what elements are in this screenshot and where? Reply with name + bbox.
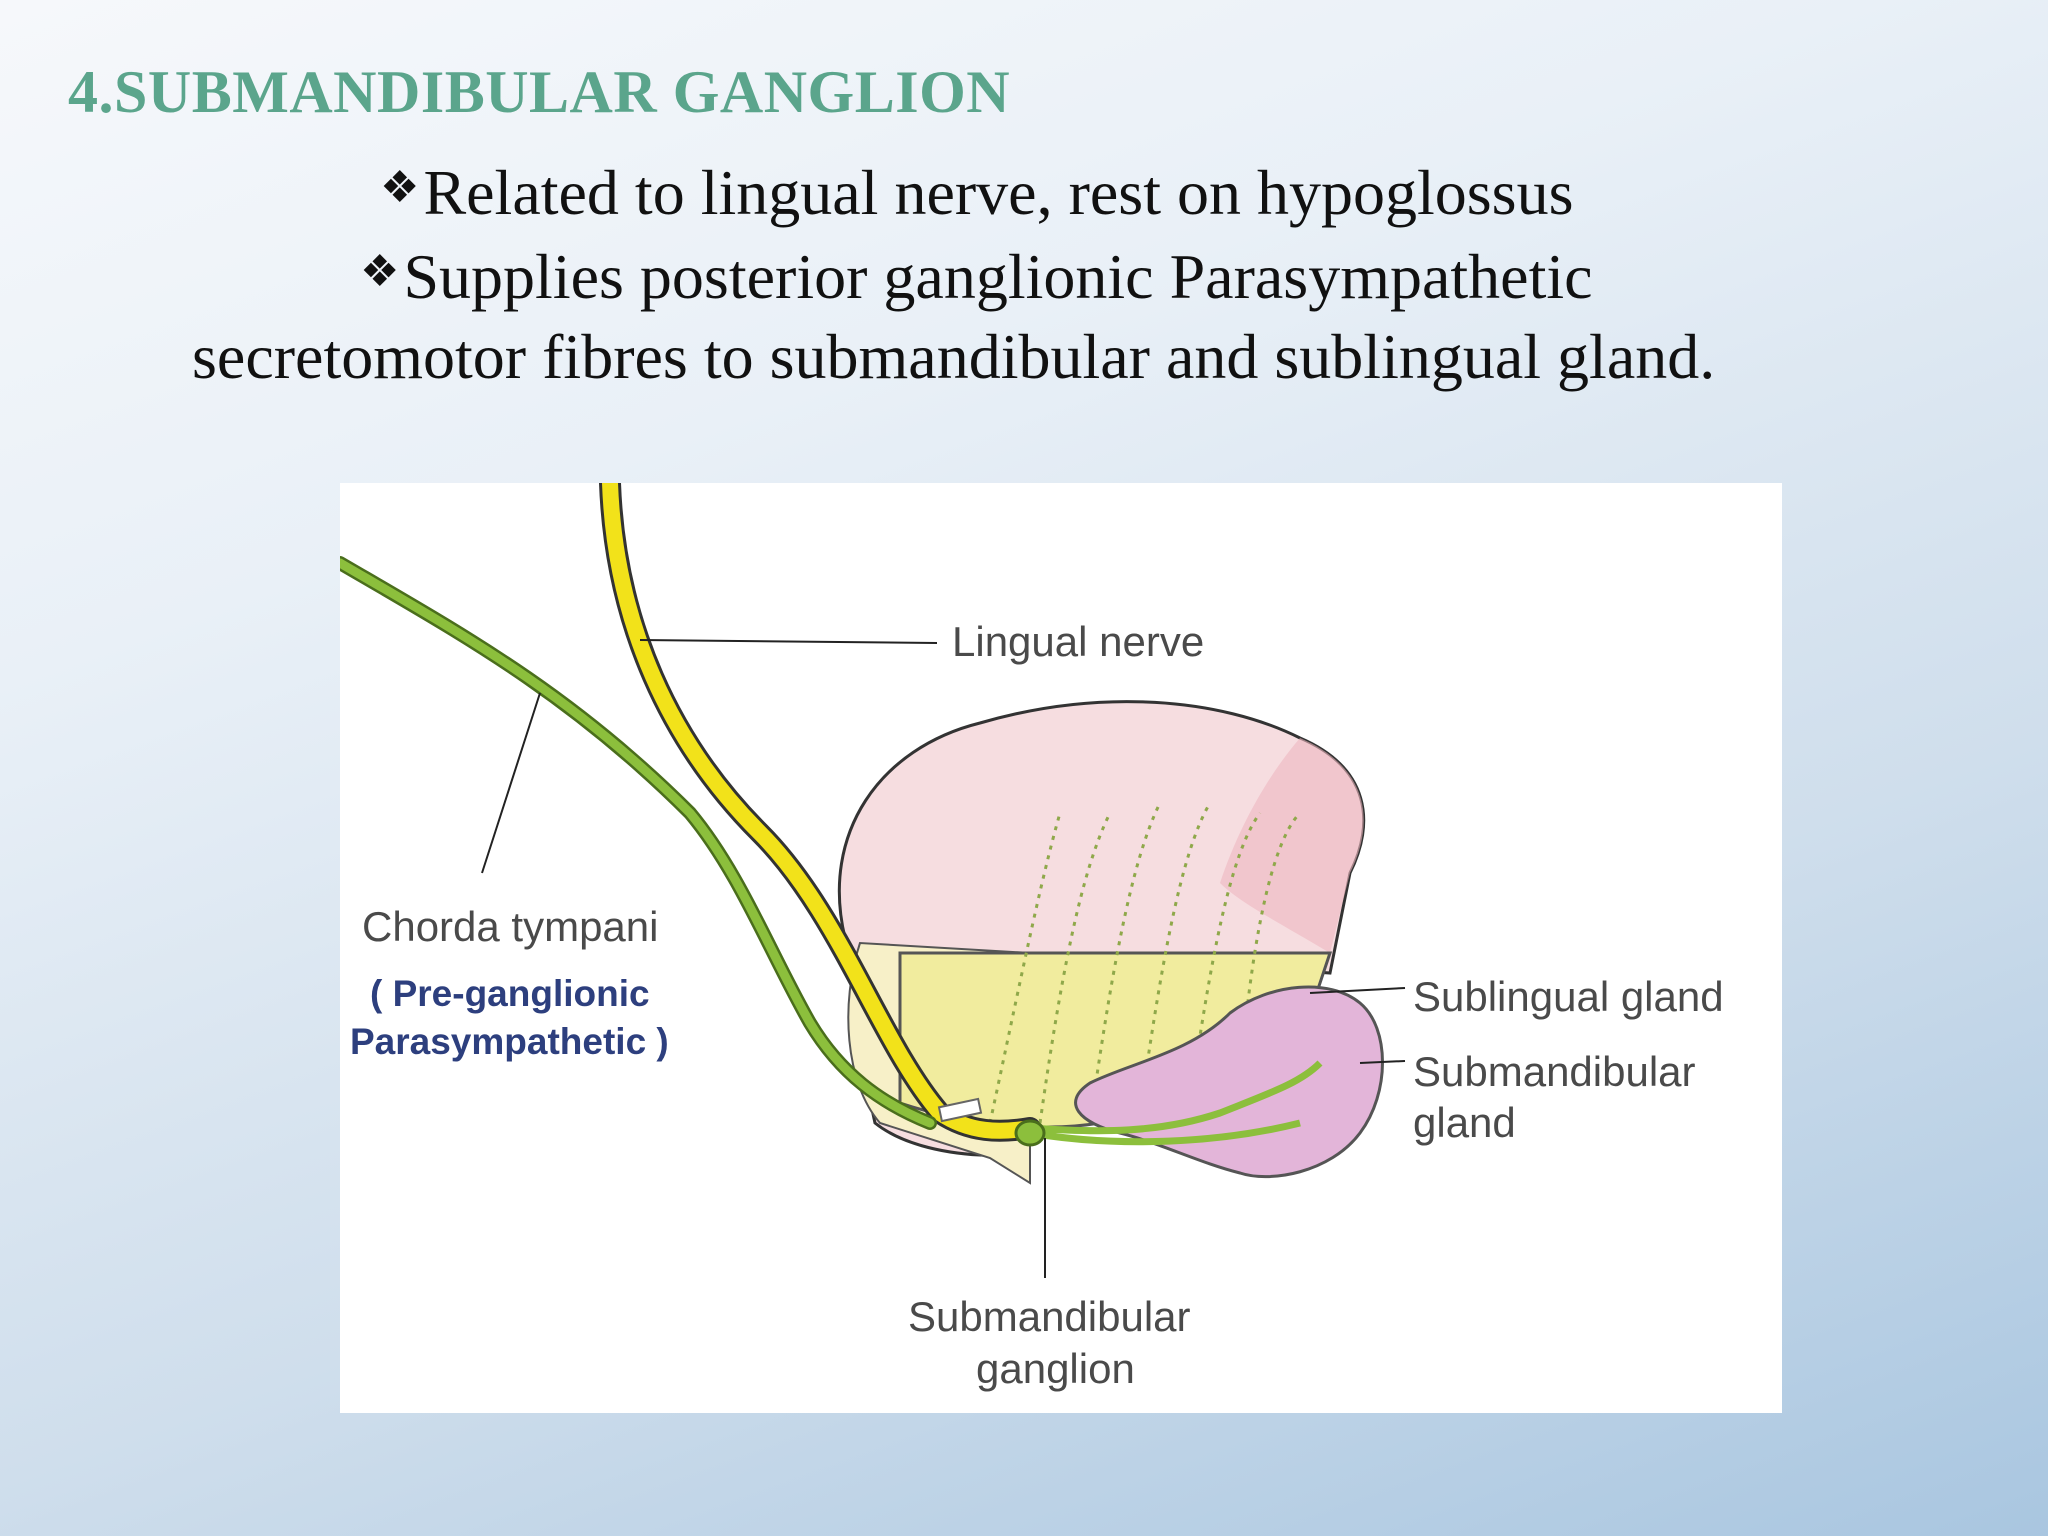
leader-lines	[481, 639, 1406, 1278]
leader-submandibular-gland	[1359, 1060, 1406, 1064]
chorda-tympani-fill	[340, 558, 935, 1128]
diamond-bullet-icon: ❖	[380, 163, 420, 212]
lingual-nerve-fill	[602, 483, 1038, 1139]
label-chorda-tympani: Chorda tympani	[362, 903, 659, 950]
slide-title: 4.SUBMANDIBULAR GANGLION	[68, 59, 1011, 125]
leader-chorda-tympani	[481, 692, 541, 874]
tongue-tip-shading	[1220, 738, 1364, 953]
leader-lingual-nerve	[639, 639, 938, 644]
leader-sublingual	[1309, 987, 1406, 994]
label-parasympathetic: Parasympathetic )	[350, 1021, 669, 1062]
label-submandibular-ganglion-1: Submandibular	[908, 1293, 1191, 1340]
label-pre-ganglionic: ( Pre-ganglionic	[370, 973, 650, 1014]
bullet-item: ❖Supplies posterior ganglionic Parasympa…	[360, 240, 1593, 314]
nerve-stub	[937, 1097, 983, 1123]
bullet-continuation: secretomotor fibres to submandibular and…	[192, 321, 1716, 392]
anatomy-figure: Lingual nerve Chorda tympani ( Pre-gangl…	[340, 483, 1782, 1413]
label-lingual-nerve: Lingual nerve	[952, 618, 1205, 665]
submandibular-ganglion-shape	[1014, 1119, 1046, 1147]
label-submandibular-ganglion-2: ganglion	[976, 1345, 1135, 1392]
label-submandibular-gland-2: gland	[1413, 1099, 1516, 1146]
ganglion-branches	[1029, 1060, 1323, 1146]
label-sublingual-gland: Sublingual gland	[1413, 973, 1724, 1020]
anatomy-illustration	[340, 483, 1406, 1278]
label-submandibular-gland-1: Submandibular	[1413, 1048, 1696, 1095]
diamond-bullet-icon: ❖	[360, 247, 400, 296]
bullet-text: Related to lingual nerve, rest on hypogl…	[423, 157, 1574, 228]
bullet-text: Supplies posterior ganglionic Parasympat…	[403, 241, 1593, 312]
bullet-item: ❖Related to lingual nerve, rest on hypog…	[380, 156, 1573, 230]
